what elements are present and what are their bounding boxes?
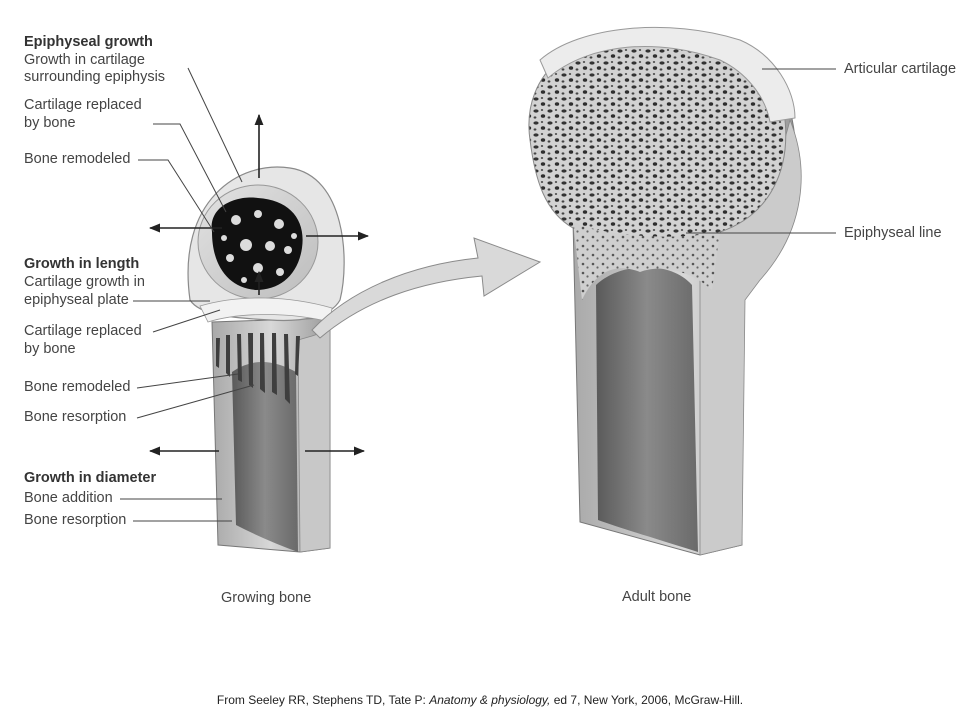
heading-epiphyseal-growth: Epiphyseal growth [24,34,153,50]
adult-bone [528,26,802,556]
label-bone-remodeled-2: Bone remodeled [24,379,131,395]
transition-arrow [311,237,542,339]
leader-lines [120,67,255,522]
label-bone-remodeled-1: Bone remodeled [24,151,131,167]
heading-growth-in-diameter: Growth in diameter [24,470,157,486]
label-by-bone-2: by bone [24,341,76,357]
label-by-bone-1: by bone [24,115,76,131]
label-bone-addition: Bone addition [24,490,113,506]
label-cartilage-replaced-2: Cartilage replaced [24,323,142,339]
label-epiphyseal-line: Epiphyseal line [844,225,942,241]
growing-bone [148,113,370,553]
label-cartilage-growth: Cartilage growth in [24,274,145,290]
heading-growth-in-length: Growth in length [24,256,140,272]
label-articular-cartilage: Articular cartilage [844,61,957,77]
caption-adult-bone: Adult bone [622,589,692,605]
caption-growing-bone: Growing bone [221,590,312,606]
label-bone-resorption-2: Bone resorption [24,512,127,528]
label-bone-resorption-1: Bone resorption [24,409,127,425]
label-epiphyseal-plate: epiphyseal plate [24,292,129,308]
leader-lines-adult [686,68,836,234]
label-growth-in-cartilage: Growth in cartilage [24,52,145,68]
source-credit: From Seeley RR, Stephens TD, Tate P: Ana… [0,693,960,707]
credit-book-title: Anatomy & physiology, [429,693,551,707]
credit-publisher: ed 7, New York, 2006, McGraw-Hill. [550,693,744,707]
label-surrounding-epiphysis: surrounding epiphysis [24,69,166,85]
label-cartilage-replaced-1: Cartilage replaced [24,97,142,113]
credit-authors: From Seeley RR, Stephens TD, Tate P: [216,693,430,707]
